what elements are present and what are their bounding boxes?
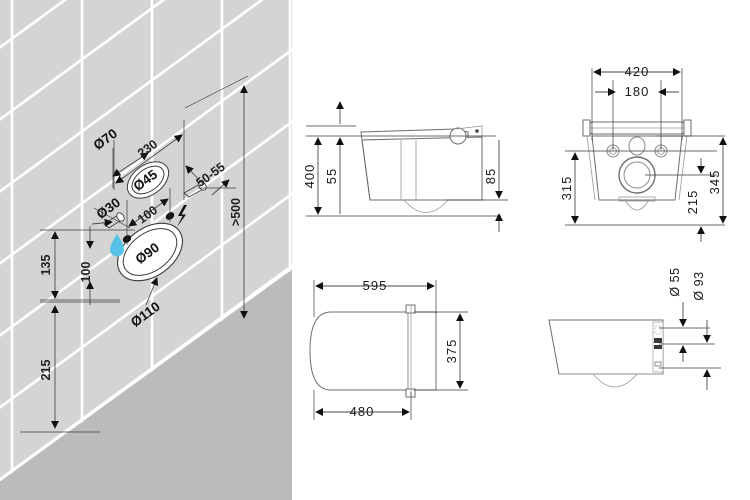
label-375: 375 — [444, 339, 459, 364]
label-480: 480 — [350, 404, 375, 419]
water-supply-icon — [110, 234, 124, 257]
dim-595: 595 — [315, 278, 435, 293]
label-100-vertical: 100 — [79, 262, 93, 283]
dim-400: 400 — [302, 137, 323, 215]
dim-420: 420 — [593, 64, 681, 79]
label-420: 420 — [625, 64, 650, 79]
connection-detail — [652, 321, 664, 373]
dim-100-vertical: 100 — [79, 226, 95, 305]
dim-480: 480 — [315, 404, 410, 419]
dim-d93: Ø 93 — [692, 271, 712, 390]
toilet-front-section-body — [548, 319, 664, 388]
label-85: 85 — [483, 168, 498, 184]
rear-elevation-view: 420 180 315 215 345 — [545, 50, 750, 260]
label-595: 595 — [363, 278, 388, 293]
label-400: 400 — [302, 164, 317, 189]
dim-min-500: >500 — [184, 75, 249, 319]
toilet-top-outline — [309, 304, 437, 398]
toilet-side-profile — [360, 125, 483, 213]
dim-375: 375 — [444, 313, 465, 389]
toilet-rear-body — [582, 119, 692, 211]
electrical-supply-icon — [177, 205, 187, 227]
dim-d55: Ø 55 — [668, 267, 688, 362]
dim-215: 215 — [20, 301, 120, 433]
dim-55: 55 — [324, 101, 345, 214]
label-215-rear: 215 — [685, 190, 700, 215]
dim-215-rear: 215 — [685, 158, 706, 242]
dim-135: 135 — [39, 229, 135, 301]
top-plan-view: 595 480 375 — [296, 262, 516, 437]
waste-pipe-opening: Ø90 — [117, 222, 183, 282]
label-d55: Ø 55 — [668, 267, 682, 296]
label-315: 315 — [559, 176, 574, 201]
side-elevation-view: 400 55 85 — [296, 80, 526, 260]
dim-85: 85 — [483, 140, 504, 232]
label-180: 180 — [625, 84, 650, 99]
label-215: 215 — [39, 360, 53, 381]
label-135: 135 — [39, 255, 53, 276]
label-345: 345 — [707, 170, 722, 195]
front-section-view: Ø 55 Ø 93 — [535, 262, 750, 437]
label-min-500: >500 — [229, 198, 243, 226]
label-55: 55 — [324, 168, 339, 184]
dim-315: 315 — [559, 152, 580, 224]
iso-installation-view: Ø45 Ø90 — [0, 0, 292, 500]
dim-345: 345 — [707, 137, 728, 224]
label-d93: Ø 93 — [692, 271, 706, 300]
dim-180: 180 — [595, 84, 679, 99]
